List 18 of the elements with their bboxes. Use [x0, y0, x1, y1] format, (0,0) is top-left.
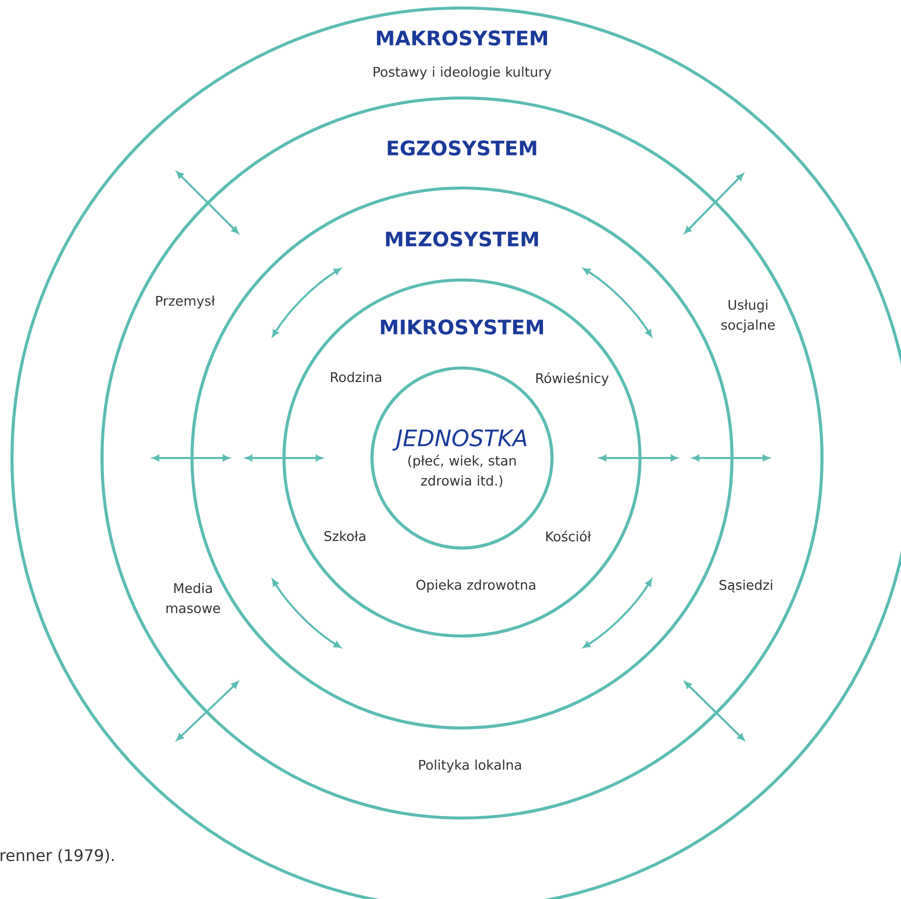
ring-label: Przemysł: [156, 296, 216, 308]
ring-label: Rodzina: [331, 372, 382, 382]
ring-label: Kościół: [546, 530, 592, 542]
ring-label: Sąsiedzi: [720, 580, 772, 592]
title: JEDNOSTKA: [392, 429, 526, 451]
ring-label: Usługi socjalne: [721, 300, 775, 332]
ring-label: Polityka lokalna: [419, 760, 521, 772]
ring-label: (płeć, wiek, stan zdrowia itd.): [408, 454, 516, 488]
title: MEZOSYSTEM: [386, 231, 538, 247]
ring-label: Rówieśnicy: [536, 372, 609, 386]
title: MIKROSYSTEM: [380, 319, 543, 335]
ring-label: Opieka zdrowotna: [416, 580, 536, 592]
ring-label: Postawy i ideologie kultury: [374, 66, 552, 80]
caption: renner (1979).: [0, 848, 114, 864]
ring-label: Szkoła: [324, 530, 366, 542]
ring-label: Media masowe: [166, 582, 220, 614]
title: MAKROSYSTEM: [376, 30, 548, 46]
title: EGZOSYSTEM: [388, 140, 536, 156]
